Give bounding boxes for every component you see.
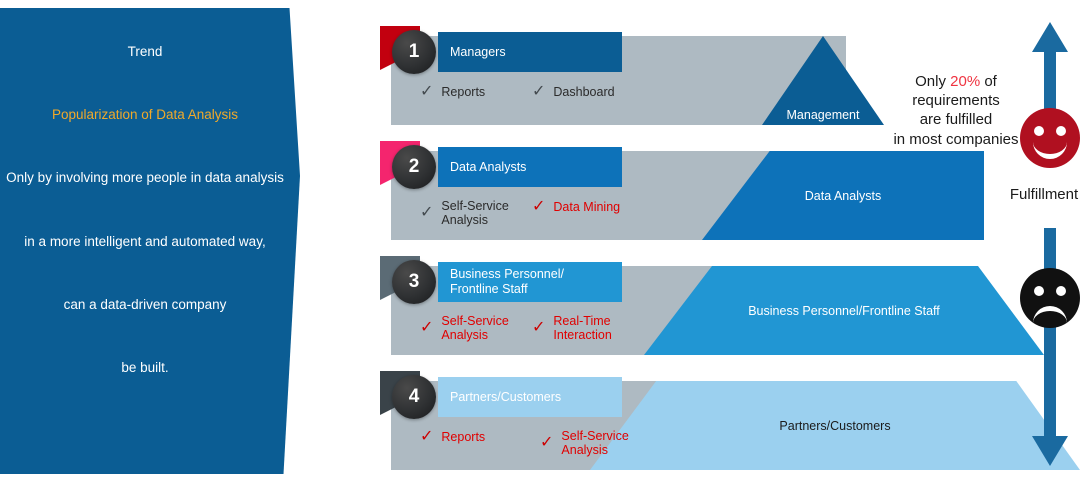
level-1-title: Managers xyxy=(450,44,506,59)
check-icon: ✓ xyxy=(420,83,434,100)
trend-panel: Trend Popularization of Data Analysis On… xyxy=(0,8,300,474)
level-3-feature-2: ✓ Real-Time Interaction xyxy=(532,314,612,343)
happy-eye-right xyxy=(1056,126,1066,136)
check-icon: ✓ xyxy=(532,83,546,100)
level-3-slab: Business Personnel/Frontline Staff xyxy=(644,266,1044,355)
level-4-feature-1-label: Reports xyxy=(441,429,486,444)
trend-line-1: Only by involving more people in data an… xyxy=(6,170,284,186)
sad-face-icon xyxy=(1020,268,1080,328)
pyramid-level-3[interactable]: Business Personnel/Frontline Staff 3 Bus… xyxy=(372,252,1080,355)
trend-heading: Trend xyxy=(127,44,163,59)
level-1-feature-1-label: Reports xyxy=(441,84,486,99)
check-icon: ✓ xyxy=(420,428,434,445)
level-4-badge-group: 4 xyxy=(376,367,448,427)
level-4-feature-2-label: Self-Service Analysis xyxy=(561,429,628,458)
level-4-slab: Partners/Customers xyxy=(590,381,1080,470)
trend-text-block: Trend Popularization of Data Analysis On… xyxy=(0,8,290,376)
fulfillment-axis-label: Fulfillment xyxy=(1009,186,1079,203)
level-2-feature-1-label: Self-Service Analysis xyxy=(441,199,508,228)
sad-eye-left xyxy=(1034,286,1044,296)
level-2-slab-label: Data Analysts xyxy=(804,189,882,203)
level-2-title-chip[interactable]: Data Analysts xyxy=(438,147,622,187)
happy-eye-left xyxy=(1034,126,1044,136)
level-2-title: Data Analysts xyxy=(450,159,527,174)
level-4-feature-1: ✓ Reports xyxy=(420,429,540,445)
pyramid-level-1[interactable]: Management 1 Managers ✓ Reports ✓ Dashbo… xyxy=(372,22,1080,125)
trend-accent-line: Popularization of Data Analysis xyxy=(51,107,239,123)
level-2-feature-2-label: Data Mining xyxy=(553,199,621,214)
check-icon: ✓ xyxy=(540,434,554,452)
level-4-title: Partners/Customers xyxy=(450,389,562,404)
level-3-feature-2-line2: Interaction xyxy=(553,328,612,343)
callout-line-3: are fulfilled xyxy=(919,111,993,129)
fulfillment-callout: Only 20% of requirements are fulfilled i… xyxy=(888,72,1024,149)
sad-mouth xyxy=(1033,306,1067,327)
level-3-badge-group: 3 xyxy=(376,252,448,312)
level-1-feature-1: ✓ Reports xyxy=(420,84,532,100)
level-2-feature-1-line2: Analysis xyxy=(441,213,488,228)
check-icon: ✓ xyxy=(420,204,434,222)
callout-percent: 20% xyxy=(950,73,981,90)
pyramid-level-2[interactable]: Data Analysts 2 Data Analysts ✓ Self-Ser… xyxy=(372,137,1080,240)
level-4-feature-2-line1: Self-Service xyxy=(561,429,629,443)
level-1-slab-label: Management xyxy=(786,108,860,122)
pyramid-levels: Management 1 Managers ✓ Reports ✓ Dashbo… xyxy=(372,0,1080,480)
level-2-features: ✓ Self-Service Analysis ✓ Data Mining xyxy=(420,199,646,228)
check-icon: ✓ xyxy=(532,319,546,337)
level-3-slab-label: Business Personnel/Frontline Staff xyxy=(748,304,940,318)
level-4-slab-label: Partners/Customers xyxy=(779,419,891,433)
level-4-feature-2-line2: Analysis xyxy=(561,443,608,458)
callout-line-2: requirements xyxy=(912,92,1000,110)
level-3-title-chip[interactable]: Business Personnel/ Frontline Staff xyxy=(438,262,622,302)
level-3-title-line2: Frontline Staff xyxy=(450,282,528,296)
callout-line-4: in most companies xyxy=(893,130,1019,148)
level-2-feature-1-line1: Self-Service xyxy=(441,199,509,213)
level-2-feature-1: ✓ Self-Service Analysis xyxy=(420,199,532,228)
happy-mouth xyxy=(1033,136,1067,159)
arrow-up-icon xyxy=(1032,22,1068,160)
level-3-feature-2-line1: Real-Time xyxy=(553,314,611,328)
level-3-title-line1: Business Personnel/ xyxy=(450,267,564,281)
level-1-title-chip[interactable]: Managers xyxy=(438,32,622,72)
level-3-feature-1-line2: Analysis xyxy=(441,328,488,343)
fulfillment-gauge: Only 20% of requirements are fulfilled i… xyxy=(888,0,1080,480)
happy-face-icon xyxy=(1020,108,1080,168)
level-1-features: ✓ Reports ✓ Dashboard xyxy=(420,84,641,100)
level-3-feature-1: ✓ Self-Service Analysis xyxy=(420,314,532,343)
arrow-down-icon xyxy=(1032,228,1068,466)
check-icon: ✓ xyxy=(532,198,546,215)
level-3-number-badge: 3 xyxy=(392,260,436,304)
level-4-title-chip[interactable]: Partners/Customers xyxy=(438,377,622,417)
level-4-number-badge: 4 xyxy=(392,375,436,419)
level-1-number-badge: 1 xyxy=(392,30,436,74)
level-2-badge-group: 2 xyxy=(376,137,448,197)
level-3-feature-2-label: Real-Time Interaction xyxy=(553,314,611,343)
trend-line-2: in a more intelligent and automated way, xyxy=(24,233,266,249)
trend-line-4: be built. xyxy=(121,359,169,375)
level-3-feature-1-line1: Self-Service xyxy=(441,314,509,328)
sad-eye-right xyxy=(1056,286,1066,296)
level-4-feature-2: ✓ Self-Service Analysis xyxy=(540,429,629,458)
pyramid-level-4[interactable]: Partners/Customers 4 Partners/Customers … xyxy=(372,367,1080,470)
check-icon: ✓ xyxy=(420,319,434,337)
callout-prefix: Only xyxy=(915,73,951,90)
level-3-features: ✓ Self-Service Analysis ✓ Real-Time Inte… xyxy=(420,314,638,343)
level-4-features: ✓ Reports ✓ Self-Service Analysis xyxy=(420,429,655,458)
level-1-feature-2-label: Dashboard xyxy=(553,84,615,99)
level-1-feature-2: ✓ Dashboard xyxy=(532,84,615,100)
level-2-number-badge: 2 xyxy=(392,145,436,189)
callout-suffix: of xyxy=(980,73,997,90)
level-1-badge-group: 1 xyxy=(376,22,448,82)
level-2-feature-2: ✓ Data Mining xyxy=(532,199,620,215)
trend-line-3: can a data-driven company xyxy=(63,296,227,312)
level-3-feature-1-label: Self-Service Analysis xyxy=(441,314,508,343)
